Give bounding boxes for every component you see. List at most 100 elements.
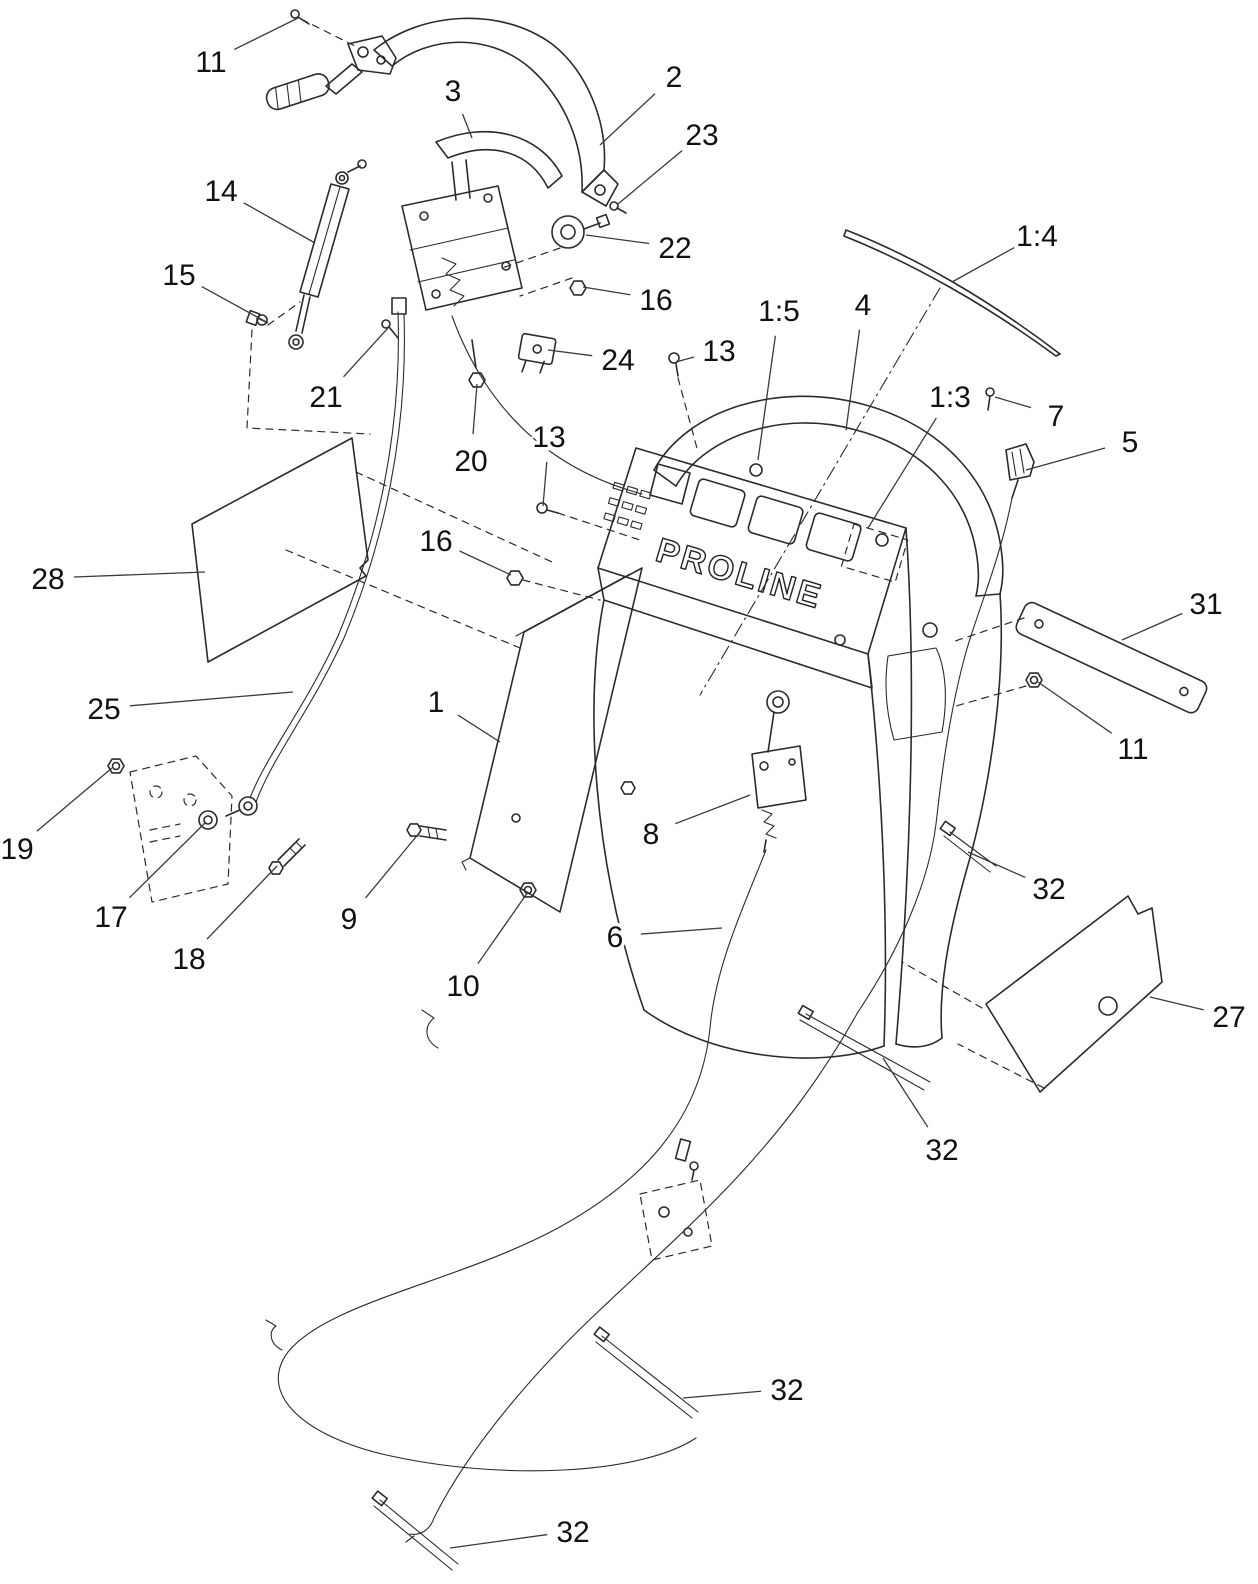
cable-tie-low-shape xyxy=(595,1341,693,1419)
leader-line-24 xyxy=(547,349,593,357)
side-strip-31-shape xyxy=(1034,619,1044,629)
side-opening xyxy=(885,647,946,741)
screw-13-upper xyxy=(668,352,680,364)
bolt-18-shape xyxy=(268,861,284,875)
left-side-parts-shape xyxy=(111,761,121,771)
callout-23-3: 23 xyxy=(685,119,718,152)
console-assembly-shape xyxy=(675,363,679,377)
gas-spring-shape xyxy=(299,183,350,298)
upper-lever-assembly-shape xyxy=(616,207,627,214)
bolt-18-shape xyxy=(295,841,303,849)
bolt-9-shape xyxy=(427,827,431,839)
callout-32-36: 32 xyxy=(556,1516,589,1549)
upper-lever-assembly-shape xyxy=(357,46,369,58)
bolt-18-shape xyxy=(283,844,306,867)
spring-coil xyxy=(441,257,465,307)
control-rod-25-shape xyxy=(238,796,258,816)
tower-right-front-edge xyxy=(867,653,887,1047)
upper-lever-assembly-shape xyxy=(501,247,561,269)
upper-lever-assembly-shape xyxy=(471,339,477,369)
console-panel-face xyxy=(597,447,907,655)
left-side-parts-shape xyxy=(149,823,181,831)
callout-22-6: 22 xyxy=(658,232,691,265)
choke-knob-shape xyxy=(1011,479,1019,499)
brand-text: PROLINE xyxy=(652,531,828,616)
handle-end-cap xyxy=(581,169,619,207)
leader-line-3 xyxy=(461,113,473,139)
lever-pivot-plate xyxy=(347,35,397,75)
cable-tie-upper-shape xyxy=(939,820,957,837)
lever-grip-shape xyxy=(275,87,279,110)
console-assembly-shape xyxy=(922,622,938,638)
leader-line-32 xyxy=(682,1390,762,1399)
leader-line-7 xyxy=(994,396,1032,409)
cable-clamp-phantom-shape xyxy=(658,1206,670,1218)
cable-tie-mid xyxy=(797,1004,931,1091)
callout-1:4-12: 1:4 xyxy=(1016,220,1058,253)
ball-joint-fitting-shape xyxy=(267,301,301,326)
callout-16-19: 16 xyxy=(419,525,452,558)
callout-1-22: 1 xyxy=(428,686,445,719)
nut-16-lower xyxy=(506,570,524,586)
upper-lever-assembly-shape xyxy=(409,227,509,251)
leader-line-21 xyxy=(343,327,389,378)
throttle-control-shape xyxy=(751,745,807,809)
tower-left-edge xyxy=(593,599,645,1011)
gas-spring-shape xyxy=(308,186,341,295)
leader-line-8 xyxy=(675,794,751,825)
callout-32-32: 32 xyxy=(1032,873,1065,906)
upper-lever-assembly-shape xyxy=(388,326,399,339)
knob-22-shape xyxy=(551,215,585,249)
leader-line-9 xyxy=(365,831,421,899)
console-assembly-shape xyxy=(975,593,1001,597)
callout-6-31: 6 xyxy=(607,921,624,954)
choke-cable-lower xyxy=(433,1011,859,1519)
cable-tie-mid-shape xyxy=(797,1004,814,1021)
lower-bracket-phantom xyxy=(129,755,233,903)
console-assembly-shape xyxy=(557,512,641,541)
cable-tie-bottom-shape xyxy=(373,1505,453,1571)
leader-line-27 xyxy=(1149,996,1204,1011)
leader-line-16 xyxy=(582,286,631,296)
control-rod-25-shape xyxy=(243,801,253,811)
console-assembly-shape xyxy=(546,509,559,514)
screw-13-left xyxy=(536,502,548,514)
throttle-control xyxy=(751,690,807,853)
throttle-control-shape xyxy=(761,809,777,839)
bolt-9-shape xyxy=(406,823,422,837)
bolt-9 xyxy=(406,823,447,841)
screw-7 xyxy=(985,387,995,397)
cable-end-hook-mid xyxy=(265,1319,283,1351)
nut-19 xyxy=(107,758,125,774)
nut-16-upper xyxy=(569,280,587,296)
panel-vents-shape xyxy=(630,520,643,531)
drive-cable xyxy=(277,849,767,1472)
callout-11-24: 11 xyxy=(1117,733,1148,766)
screw-23 xyxy=(609,201,619,211)
choke-knob-shape xyxy=(1019,448,1025,474)
panel-vents-shape xyxy=(625,485,639,496)
callout-20-17: 20 xyxy=(454,445,487,478)
gas-spring-shape xyxy=(357,159,367,169)
gas-spring-shape xyxy=(301,296,311,334)
left-side-parts-shape xyxy=(355,471,553,563)
cable-clamp-phantom-shape xyxy=(689,1161,699,1171)
nut-10 xyxy=(519,882,537,898)
console-assembly-shape-shape xyxy=(747,495,804,545)
knob-22 xyxy=(551,213,611,249)
panel-cutout xyxy=(649,463,691,505)
console-assembly-shape xyxy=(653,469,677,487)
upper-lever-assembly-shape xyxy=(300,18,358,48)
cable-tie-low-shape xyxy=(593,1326,610,1343)
throttle-control-shape xyxy=(766,690,790,714)
interlock-switch xyxy=(517,332,557,374)
callout-2-1: 2 xyxy=(666,61,683,94)
panel-vents-shape xyxy=(612,481,625,492)
console-assembly-shape-shape xyxy=(840,523,909,583)
ball-joint-fitting-shape xyxy=(245,309,261,327)
leader-line-1:3 xyxy=(867,417,937,529)
knob-22-shape xyxy=(595,213,611,229)
trim-strip-1-4 xyxy=(843,229,1061,357)
choke-knob-shape xyxy=(1011,451,1017,477)
